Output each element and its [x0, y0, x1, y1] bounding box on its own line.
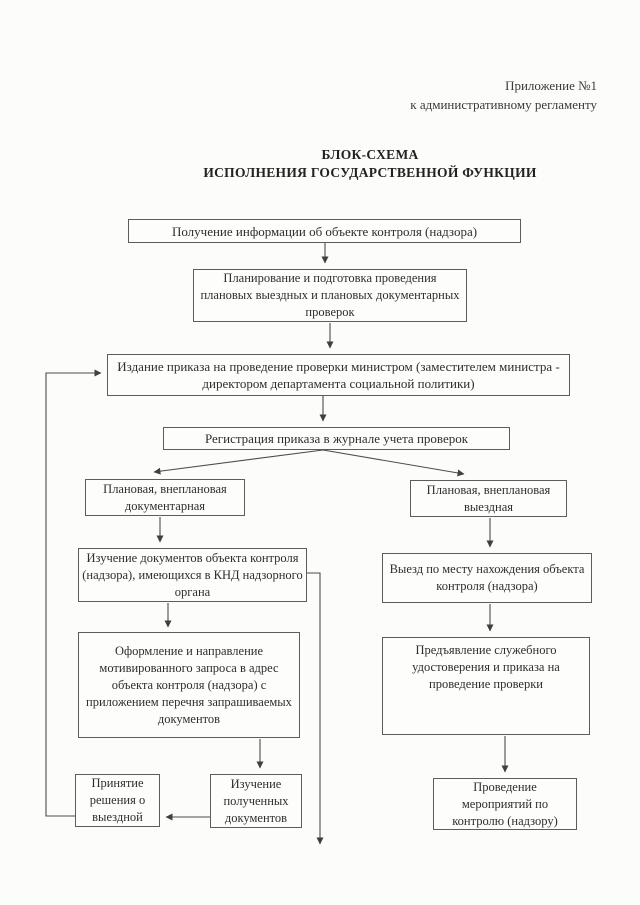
node-travel-to-object: Выезд по месту нахождения объекта контро… — [382, 553, 592, 603]
node-decision-field-label: Принятие решения о выездной — [89, 776, 146, 824]
node-travel-to-object-label: Выезд по месту нахождения объекта контро… — [389, 562, 585, 593]
node-decision-field: Принятие решения о выездной — [75, 774, 160, 827]
node-receive-info-label: Получение информации об объекте контроля… — [171, 223, 478, 239]
node-present-credentials-label: Предъявление служебного удостоверения и … — [412, 643, 560, 691]
node-study-received-documents-label: Изучение полученных документов — [223, 776, 289, 825]
page-title-line-2: ИСПОЛНЕНИЯ ГОСУДАРСТВЕННОЙ ФУНКЦИИ — [203, 165, 537, 180]
page-title-line-1: БЛОК-СХЕМА — [321, 147, 419, 162]
node-issue-order: Издание приказа на проведение проверки м… — [107, 354, 570, 396]
page-title: БЛОК-СХЕМА ИСПОЛНЕНИЯ ГОСУДАРСТВЕННОЙ ФУ… — [105, 146, 635, 182]
appendix-note: Приложение №1 к административному реглам… — [410, 76, 597, 114]
node-branch-field-label: Плановая, внеплановая выездная — [426, 482, 551, 514]
node-send-request: Оформление и направление мотивированного… — [78, 632, 300, 738]
node-issue-order-label: Издание приказа на проведение проверки м… — [117, 358, 560, 392]
node-study-object-documents-label: Изучение документов объекта контроля (на… — [82, 550, 303, 599]
node-study-object-documents: Изучение документов объекта контроля (на… — [78, 548, 307, 602]
node-control-activities-label: Проведение мероприятий по контролю (надз… — [452, 779, 558, 828]
node-branch-field: Плановая, внеплановая выездная — [410, 480, 567, 517]
node-receive-info: Получение информации об объекте контроля… — [128, 219, 521, 243]
node-control-activities: Проведение мероприятий по контролю (надз… — [433, 778, 577, 830]
node-study-received-documents: Изучение полученных документов — [210, 774, 302, 828]
node-branch-documentary-label: Плановая, внеплановая документарная — [103, 481, 227, 513]
node-register-order-label: Регистрация приказа в журнале учета пров… — [204, 431, 469, 446]
node-register-order: Регистрация приказа в журнале учета пров… — [163, 427, 510, 450]
node-planning-label: Планирование и подготовка проведения пла… — [200, 271, 460, 319]
node-send-request-label: Оформление и направление мотивированного… — [86, 643, 292, 726]
appendix-line-1: Приложение №1 — [505, 78, 597, 93]
node-branch-documentary: Плановая, внеплановая документарная — [85, 479, 245, 516]
node-present-credentials: Предъявление служебного удостоверения и … — [382, 637, 590, 735]
appendix-line-2: к административному регламенту — [410, 97, 597, 112]
node-planning: Планирование и подготовка проведения пла… — [193, 269, 467, 322]
